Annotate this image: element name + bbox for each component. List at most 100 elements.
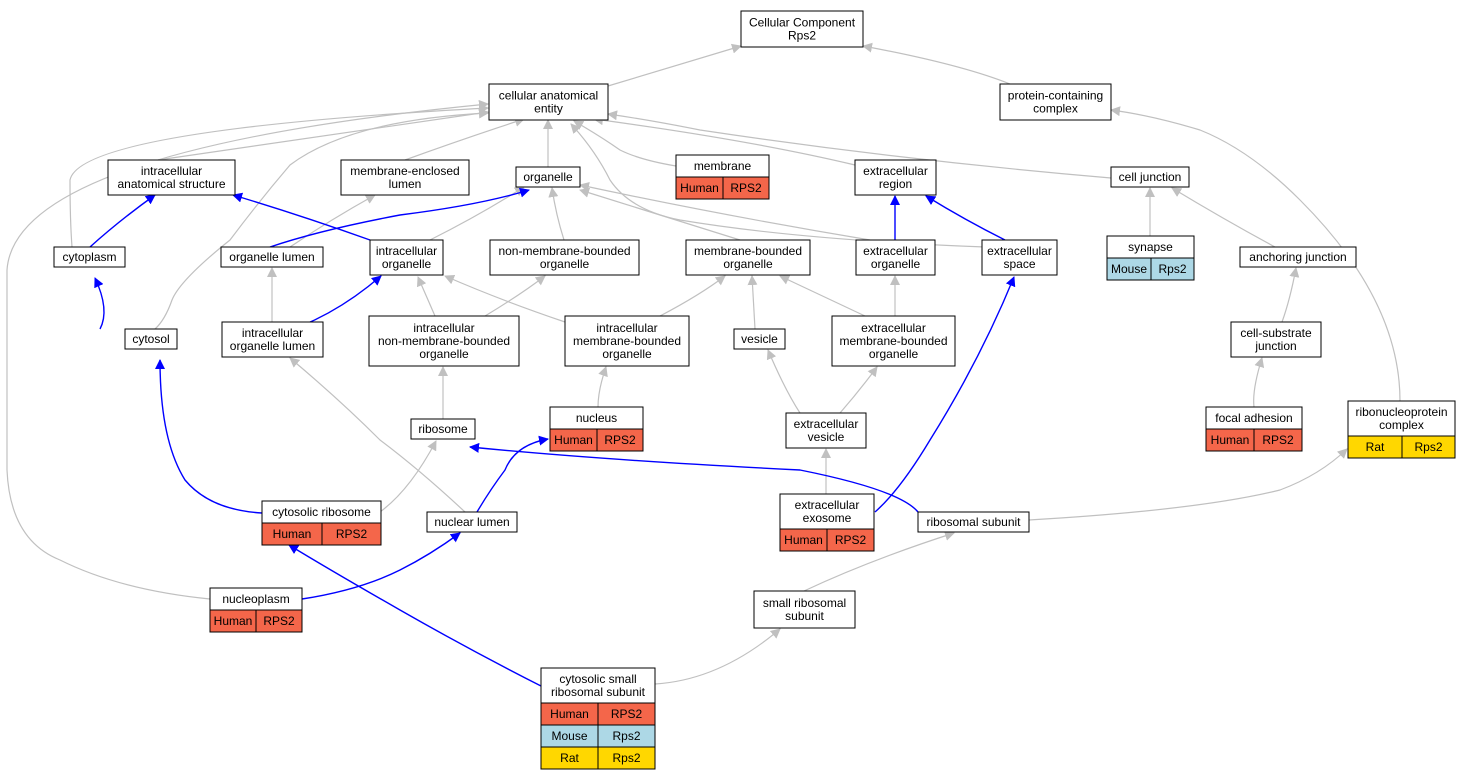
node-box [369,239,444,276]
node-label: nuclear lumen [434,515,509,529]
node-rs[interactable]: ribosomal subunit [917,511,1030,533]
node-label: extracellular [794,417,859,431]
node-ves[interactable]: vesicle [733,328,786,350]
node-cytosol[interactable]: cytosol [124,328,178,350]
node-box [1110,166,1190,188]
node-label: organelle [523,170,573,184]
node-org[interactable]: organelle [515,166,581,188]
edge-ves-to-mbo [747,275,758,330]
node-label: membrane-bounded [694,244,802,258]
gene-label: RPS2 [1262,433,1294,447]
edge-cr-to-ribo [379,440,437,513]
edge-fa-to-csj [1253,357,1265,408]
node-orl[interactable]: organelle lumen [220,246,324,268]
node-box [1230,321,1322,358]
node-label: organelle lumen [229,250,314,264]
node-label: intracellular [413,321,474,335]
node-label: organelle [540,257,590,271]
edge-imbo-to-io [444,275,566,323]
edge-cytosol-to-cae [154,108,489,330]
edge-nmbo-to-org [548,187,565,241]
node-box [564,315,690,367]
node-label: entity [534,102,563,116]
node-box [855,239,936,276]
edge-csrs-to-srs [654,628,781,685]
node-label: intracellular [141,164,202,178]
node-label: organelle [382,257,432,271]
node-label: non-membrane-bounded [498,244,630,258]
gene-cell [826,528,875,552]
node-cyto[interactable]: cytoplasm [53,246,126,268]
node-box [854,159,937,196]
gene-cell [722,176,770,200]
node-label: cytoplasm [62,250,116,264]
node-aj[interactable]: anchoring junction [1239,246,1357,268]
node-box [831,315,956,367]
node-label: organelle lumen [230,339,315,353]
node-label: junction [1254,339,1296,353]
gene-cell [597,746,656,770]
gene-cell [1150,257,1195,281]
node-cj[interactable]: cell junction [1110,166,1190,188]
node-box [53,246,126,268]
edge-imbo-to-mbo [659,275,726,317]
gene-label: Rps2 [612,751,640,765]
node-box [785,412,867,449]
node-box [368,315,520,367]
edge-inmbo-to-nmbo [484,275,546,317]
node-label: intracellular [376,244,437,258]
node-label: extracellular [863,244,928,258]
node-label: organelle [869,347,919,361]
gene-label: RPS2 [611,707,643,721]
node-box [107,159,236,196]
edge-aj-to-cj [1171,187,1276,248]
node-label: extracellular [861,321,926,335]
node-label: membrane-bounded [839,334,947,348]
species-label: Mouse [551,729,587,743]
species-label: Human [214,614,253,628]
species-label: Human [1211,433,1250,447]
node-label: ribosomal subunit [926,515,1021,529]
node-label: organelle [723,257,773,271]
node-label: space [1003,257,1035,271]
node-label: ribonucleoprotein [1355,405,1447,419]
gene-cell [255,609,303,633]
edge-inmbo-to-io [417,276,436,317]
node-box [426,511,518,533]
node-ribo[interactable]: ribosome [410,418,476,440]
node-nl[interactable]: nuclear lumen [426,511,518,533]
species-label: Rat [1366,440,1385,454]
edge-nuc-to-imbo [597,366,608,408]
node-inmbo[interactable]: intracellularnon-membrane-boundedorganel… [368,315,520,367]
edge-cyto-to-cae [69,103,489,248]
node-label: complex [1379,418,1424,432]
node-label: ribosomal subunit [551,685,646,699]
